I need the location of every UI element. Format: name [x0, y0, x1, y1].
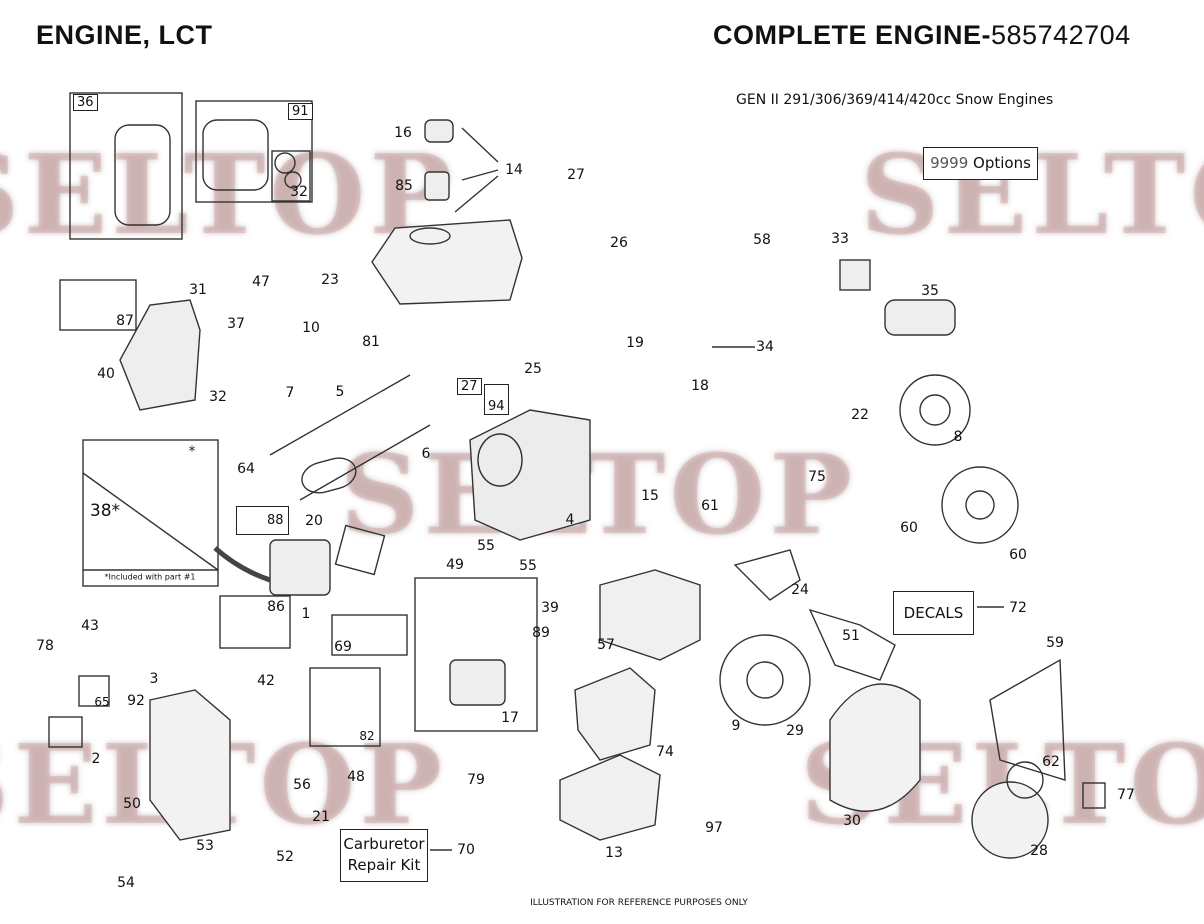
- options-box: 9999 Options: [923, 147, 1038, 180]
- kit-label: 27: [457, 378, 482, 395]
- part-number: 27: [567, 167, 585, 183]
- part-number: 78: [36, 638, 54, 654]
- part-number: 74: [656, 744, 674, 760]
- part-number: 60: [1009, 547, 1027, 563]
- part-number: 81: [362, 334, 380, 350]
- part-number: 89: [532, 625, 550, 641]
- part-number: 17: [501, 710, 519, 726]
- part-number: 42: [257, 673, 275, 689]
- part-number: 7: [285, 385, 295, 401]
- part-number: 3: [149, 671, 159, 687]
- part-number: 9: [731, 718, 741, 734]
- part-number: 77: [1117, 787, 1135, 803]
- part-number: 53: [196, 838, 214, 854]
- engine-subtitle: GEN II 291/306/369/414/420cc Snow Engine…: [736, 92, 1054, 108]
- part-number: 13: [605, 845, 623, 861]
- part-number: 21: [312, 809, 330, 825]
- part-number: 22: [851, 407, 869, 423]
- part-number: 54: [117, 875, 135, 891]
- part-number: 51: [842, 628, 860, 644]
- part-number: 62: [1042, 754, 1060, 770]
- part-number: 82: [359, 729, 375, 743]
- part-number: 56: [293, 777, 311, 793]
- part-number: 61: [701, 498, 719, 514]
- part-number: 32: [209, 389, 227, 405]
- part-number: 58: [753, 232, 771, 248]
- part-number: 20: [305, 513, 323, 529]
- part-number: 49: [446, 557, 464, 573]
- part-number: 64: [237, 461, 255, 477]
- asterisk-note-mark: *: [188, 444, 196, 460]
- part-number: 6: [421, 446, 431, 462]
- kit-label: 88: [236, 506, 289, 535]
- part-number: 16: [394, 125, 412, 141]
- part-number: 59: [1046, 635, 1064, 651]
- part-number: 32: [290, 184, 308, 200]
- part-number: 60: [900, 520, 918, 536]
- part-number: 23: [321, 272, 339, 288]
- part-number: 86: [267, 599, 285, 615]
- part-number: 65: [94, 695, 110, 709]
- part-number: 29: [786, 723, 804, 739]
- decals-box: DECALS: [893, 591, 974, 635]
- part-number: 5: [335, 384, 345, 400]
- part-number: 55: [477, 538, 495, 554]
- watermark: SELTOP: [0, 130, 457, 259]
- kit-label: 36: [73, 94, 98, 111]
- options-number: 9999: [930, 154, 969, 172]
- part-number: 25: [524, 361, 542, 377]
- part-number: 52: [276, 849, 294, 865]
- part-number: 48: [347, 769, 365, 785]
- part-number: 87: [116, 313, 134, 329]
- part-number: 97: [705, 820, 723, 836]
- part-number: 10: [302, 320, 320, 336]
- kit-label: 94: [484, 384, 509, 415]
- part-number: 92: [127, 693, 145, 709]
- carb-kit-line2: Repair Kit: [347, 856, 421, 874]
- part-number: 40: [97, 366, 115, 382]
- part-number: 72: [1009, 600, 1027, 616]
- part-number: 14: [505, 162, 523, 178]
- watermark: SELTOP: [340, 430, 857, 559]
- part-number: 24: [791, 582, 809, 598]
- part-number: 39: [541, 600, 559, 616]
- options-label: Options: [973, 154, 1031, 172]
- part-number: 31: [189, 282, 207, 298]
- part-number: 19: [626, 335, 644, 351]
- part-number: 28: [1030, 843, 1048, 859]
- part-number: 38*: [89, 501, 121, 521]
- page-title-right: COMPLETE ENGINE-585742704: [713, 20, 1131, 51]
- part-number: 75: [808, 469, 826, 485]
- part-number: 37: [227, 316, 245, 332]
- part-number: 34: [756, 339, 774, 355]
- part-number: 4: [565, 512, 575, 528]
- part-number: 18: [691, 378, 709, 394]
- part-number: 47: [252, 274, 270, 290]
- part-number: 30: [843, 813, 861, 829]
- part-number: 70: [457, 842, 475, 858]
- part-number: 55: [519, 558, 537, 574]
- part-number: 57: [597, 637, 615, 653]
- engine-part-number: 585742704: [991, 20, 1131, 50]
- part-number: 69: [334, 639, 352, 655]
- page-title-left: ENGINE, LCT: [36, 20, 213, 50]
- part-number: 26: [610, 235, 628, 251]
- part-number: 2: [91, 751, 101, 767]
- part-number: 50: [123, 796, 141, 812]
- carb-kit-line1: Carburetor: [343, 835, 425, 853]
- part-number: 35: [921, 283, 939, 299]
- part-number: 43: [81, 618, 99, 634]
- included-note: *Included with part #1: [104, 572, 196, 582]
- part-number: 8: [953, 429, 963, 445]
- kit-label: 91: [288, 103, 313, 120]
- title-text: COMPLETE ENGINE-: [713, 20, 992, 50]
- part-number: 33: [831, 231, 849, 247]
- part-number: 1: [301, 606, 311, 622]
- part-number: 15: [641, 488, 659, 504]
- part-number: 85: [395, 178, 413, 194]
- part-number: 79: [467, 772, 485, 788]
- footer-note: ILLUSTRATION FOR REFERENCE PURPOSES ONLY: [530, 898, 748, 908]
